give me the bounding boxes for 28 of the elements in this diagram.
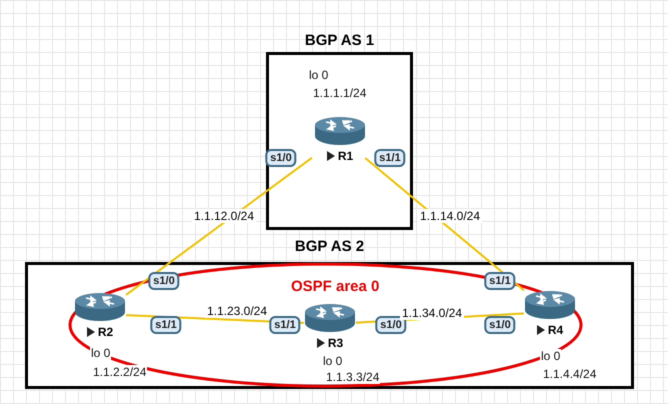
edge-label: 1.1.14.0/24 [418, 209, 482, 223]
address-text: lo 0 [322, 354, 344, 368]
ip-address: 1.1.1.1/24 [313, 86, 366, 100]
edge-label: 1.1.12.0/24 [192, 209, 256, 223]
address-text: lo 0 [540, 349, 562, 363]
interface-tag: s1/0 [484, 316, 516, 334]
link-line [125, 156, 313, 296]
interface-tag: s1/1 [150, 316, 182, 334]
address-text: lo 0 [90, 346, 112, 360]
area-name: OSPF area 0 [291, 278, 380, 295]
router-name: R2 [98, 325, 114, 339]
router-name: R4 [548, 323, 564, 337]
interface-tag: s1/0 [148, 272, 180, 290]
edge-label: 1.1.23.0/24 [204, 304, 270, 318]
interface-tag: s1/1 [269, 316, 301, 334]
router-name: R1 [338, 149, 354, 163]
interface-name: lo 0 [309, 68, 328, 82]
group-title: BGP AS 2 [294, 238, 364, 255]
interface-tag: s1/1 [484, 272, 516, 290]
address-text: 1.1.4.4/24 [542, 367, 598, 381]
interface-tag: s1/0 [375, 316, 407, 334]
group-title: BGP AS 1 [304, 32, 374, 49]
interface-tag: s1/1 [374, 149, 406, 167]
address-text: 1.1.2.2/24 [92, 365, 148, 379]
edge-label: 1.1.34.0/24 [400, 306, 464, 320]
address-text: 1.1.3.3/24 [325, 370, 380, 384]
router-name: R3 [328, 336, 344, 350]
interface-tag: s1/0 [265, 149, 297, 167]
